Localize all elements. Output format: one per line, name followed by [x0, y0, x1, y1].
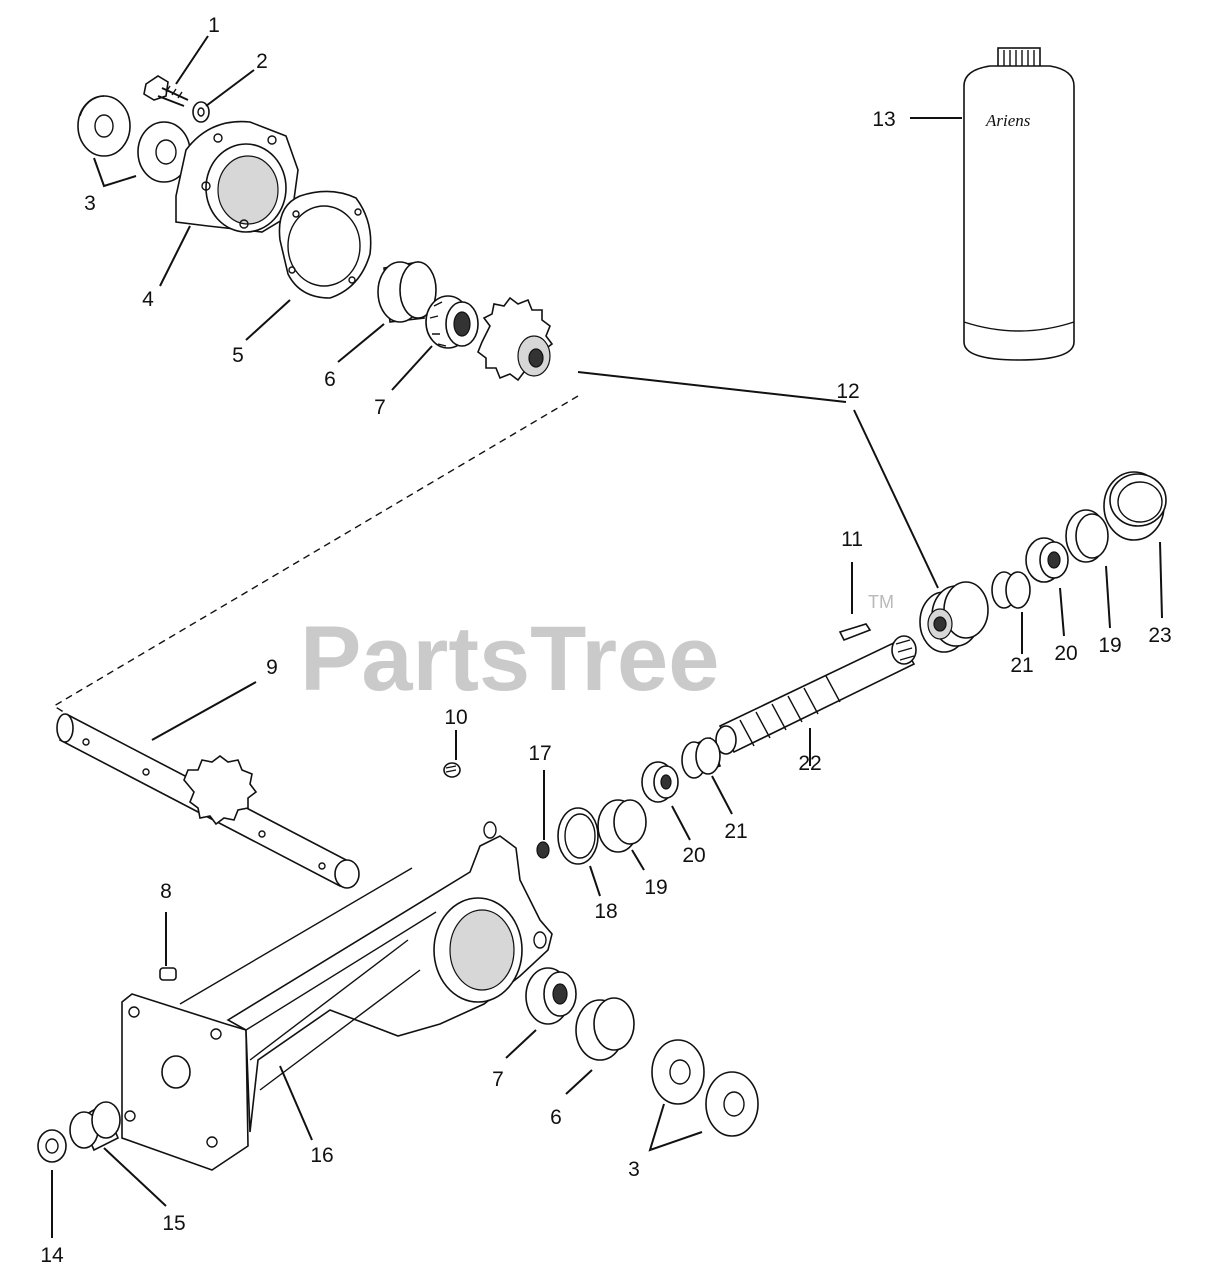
part-10-set-screw	[443, 762, 461, 778]
callout-21-right: 21	[1010, 654, 1033, 677]
callout-14: 14	[40, 1244, 64, 1267]
part-13-lubricant-bottle: Ariens	[963, 47, 1075, 361]
callout-5: 5	[232, 344, 244, 367]
callout-3-bottom: 3	[628, 1158, 640, 1181]
part-21-spacer-middle	[681, 736, 722, 779]
callout-7-bottom: 7	[492, 1068, 504, 1091]
callout-9: 9	[266, 656, 278, 679]
part-21-spacer-right	[991, 571, 1031, 609]
part-4-housing	[175, 120, 299, 233]
callout-8: 8	[160, 880, 172, 903]
callout-17: 17	[528, 742, 551, 765]
callout-6-top: 6	[324, 368, 336, 391]
part-8-pin	[159, 967, 177, 981]
part-14-nut	[37, 1129, 67, 1163]
part-19-cup-middle	[597, 799, 647, 853]
part-23-cap	[1103, 471, 1167, 541]
part-11-key	[838, 623, 872, 642]
callout-13: 13	[872, 108, 895, 131]
callout-20-right: 20	[1054, 642, 1077, 665]
part-2-washer	[192, 101, 210, 123]
part-6-cup-bottom	[575, 997, 635, 1061]
callout-12: 12	[836, 380, 859, 403]
part-3-seals-top	[77, 95, 191, 183]
callout-19-right: 19	[1098, 634, 1121, 657]
callout-22: 22	[798, 752, 821, 775]
watermark-trademark: TM	[868, 592, 894, 612]
part-3-seals-bottom	[651, 1039, 759, 1137]
leader-lines	[51, 35, 1163, 1238]
spur-gear-top	[477, 296, 554, 382]
part-20-cone-right	[1025, 537, 1069, 583]
callout-2: 2	[256, 50, 268, 73]
callout-3-top: 3	[84, 192, 96, 215]
callout-11: 11	[841, 528, 863, 551]
part-17-fitting	[536, 841, 550, 859]
part-20-cone-middle	[641, 761, 679, 803]
callout-6-bottom: 6	[550, 1106, 562, 1129]
part-7-cone-top	[425, 295, 479, 349]
part-5-gasket	[278, 190, 372, 299]
callout-4: 4	[142, 288, 154, 311]
callout-16: 16	[310, 1144, 333, 1167]
watermark-text: PartsTree	[300, 608, 719, 710]
callout-labels: 1 2 3 4 5 6 7 12 13 11 21 20 19 23 9 10 …	[40, 14, 1171, 1267]
part-6-cup-top	[377, 261, 437, 323]
part-15-bushing	[69, 1101, 121, 1152]
part-1-bolt	[143, 75, 189, 107]
part-19-cup-right	[1065, 509, 1109, 563]
part-22-worm-shaft	[715, 635, 917, 755]
callout-20-middle: 20	[682, 844, 705, 867]
callout-7-top: 7	[374, 396, 386, 419]
part-9-shaft	[56, 713, 360, 889]
callout-18: 18	[594, 900, 617, 923]
callout-10: 10	[444, 706, 467, 729]
callout-23: 23	[1148, 624, 1171, 647]
part-16-gear-case	[121, 821, 553, 1171]
bottle-brand-label: Ariens	[985, 111, 1031, 130]
callout-21-middle: 21	[724, 820, 747, 843]
callout-19-middle: 19	[644, 876, 667, 899]
part-18-snap-ring	[557, 807, 599, 865]
callout-15: 15	[162, 1212, 185, 1235]
part-7-cone-bottom	[525, 967, 577, 1025]
part-12-worm	[919, 581, 989, 653]
callout-1: 1	[208, 14, 220, 37]
